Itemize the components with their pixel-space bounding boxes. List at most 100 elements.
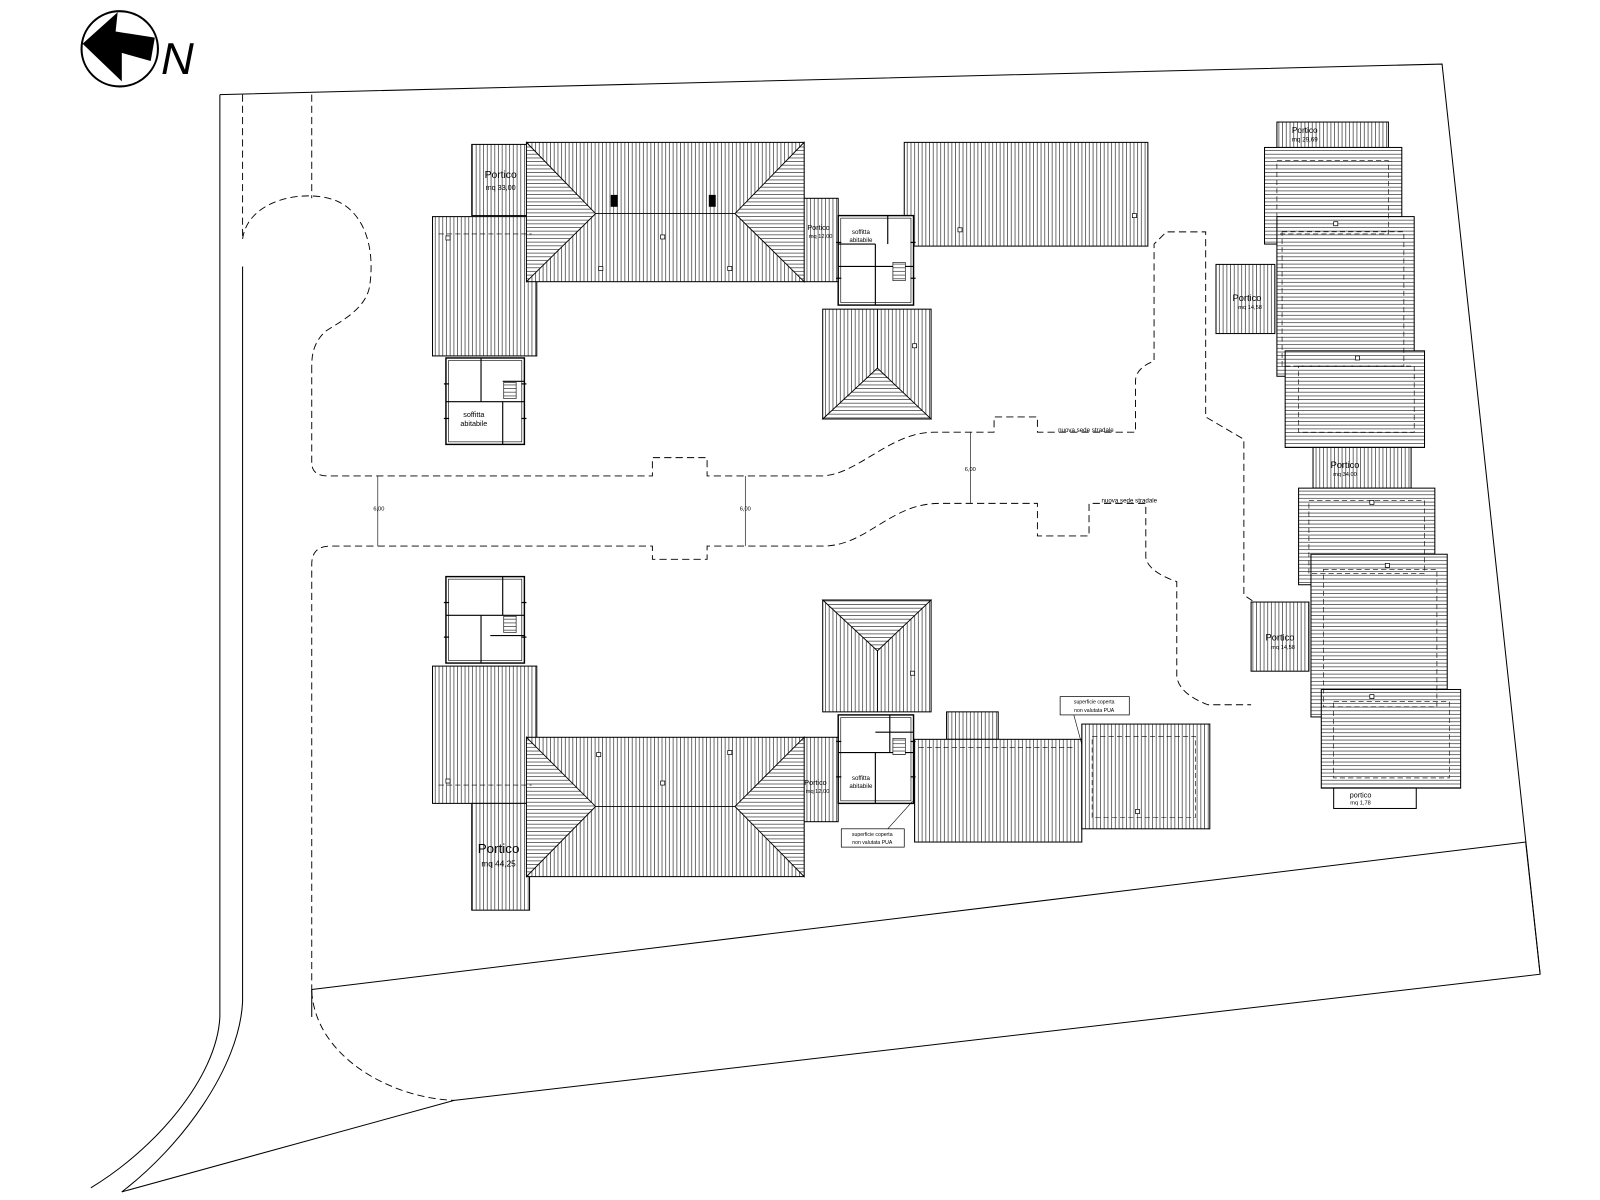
roof-vent: [598, 266, 604, 271]
roof-vent: [660, 780, 666, 786]
floor-plan: [443, 575, 527, 664]
chimney: [610, 194, 618, 207]
north-arrow-head: [82, 12, 155, 82]
north-arrow-icon: N: [80, 10, 194, 88]
portico-area: mq 29,69: [1292, 136, 1318, 143]
eave-outline: [1323, 569, 1438, 708]
roof-vent: [727, 266, 733, 271]
roof-wing: [1320, 688, 1462, 789]
annotations: [840, 696, 1130, 848]
road-note: nuova sede stradale: [1058, 427, 1114, 434]
portico-roof: [471, 802, 531, 911]
portico-roof: [803, 736, 839, 823]
roof-vent: [1354, 355, 1360, 361]
roof-wing: [946, 711, 999, 740]
portico-label: Portico: [807, 224, 829, 232]
eave-outline: [1276, 160, 1389, 235]
labels: Portico mq 33,00 Portico mq 44,25 Portic…: [373, 126, 1371, 868]
stair: [503, 382, 517, 399]
portico-area: mq 34,00: [1333, 472, 1357, 478]
roof-vent: [1369, 499, 1375, 505]
portico-roof: [1312, 446, 1412, 489]
stair: [892, 738, 906, 755]
leader-line: [1073, 713, 1083, 745]
roof-hip: [734, 736, 805, 878]
leader-line: [887, 801, 913, 830]
portico-roof: [471, 143, 531, 217]
portico-area: mq 12,00: [806, 789, 830, 795]
floor-plan: [836, 214, 916, 306]
roof-wing: [903, 141, 1149, 247]
roof-vent: [1132, 213, 1137, 218]
roof-vent: [1384, 563, 1390, 568]
roof-vent: [445, 778, 451, 784]
portico-label: portico: [1350, 791, 1372, 799]
roof-vent: [910, 670, 915, 676]
chimney: [708, 194, 716, 207]
roof-vent: [660, 234, 666, 240]
portico-area: mq 44,25: [481, 859, 516, 868]
portico-roof: [1250, 601, 1310, 672]
roof-hip: [525, 736, 597, 878]
roof-hip: [525, 141, 597, 283]
room-label: soffitta: [852, 229, 871, 236]
roof-vent: [1369, 694, 1375, 699]
roof-wing: [1081, 723, 1211, 830]
portico-label: Portico: [1292, 126, 1318, 135]
portico-roof: [1276, 121, 1389, 148]
eave-outline: [1308, 500, 1425, 574]
portico-roof: [1215, 263, 1276, 335]
eave-outline: [1298, 365, 1415, 433]
floor-plans: [443, 214, 916, 805]
portico-area: mq 12,00: [809, 234, 833, 240]
roof-hip: [821, 367, 933, 420]
road-dashed-north-edge: [311, 231, 1255, 603]
note-text: non valutata PUA: [1074, 708, 1115, 714]
floor-plan: [443, 357, 527, 446]
roof-vent: [445, 235, 451, 241]
eave-outline: [1333, 701, 1450, 779]
roof-wing: [1284, 350, 1426, 448]
room-label: abitabile: [460, 420, 487, 428]
room-label: soffitta: [463, 411, 484, 419]
room-label: abitabile: [849, 783, 873, 790]
dimension-label: 6,00: [373, 507, 384, 513]
plan-inner-wall: [448, 578, 523, 661]
roof-vent: [1333, 221, 1339, 227]
roof-vent: [912, 343, 918, 349]
north-label: N: [161, 34, 194, 85]
floor-plan: [836, 714, 916, 805]
note-box: [1059, 696, 1130, 716]
stair: [503, 615, 517, 633]
roof-vent: [596, 752, 602, 757]
stair: [892, 262, 906, 281]
portico-label: Portico: [1233, 293, 1262, 303]
roof-hip: [821, 599, 933, 652]
portico-roof: [1333, 787, 1417, 809]
room-label: soffitta: [852, 775, 871, 782]
room-label: abitabile: [849, 237, 873, 244]
portico-label: Portico: [1331, 460, 1360, 470]
portico-label: Portico: [1266, 633, 1295, 643]
site-boundary: [90, 63, 1541, 1193]
buildings: [432, 121, 1462, 911]
portico-area: mq 33,00: [486, 184, 516, 192]
dimension-label: 6,00: [965, 467, 976, 473]
roof-vent: [727, 750, 733, 755]
road-note: nuova sede stradale: [1101, 497, 1157, 504]
portico-label: Portico: [804, 779, 826, 787]
road-dashed-corner: [311, 991, 455, 1101]
roof-hip: [734, 141, 805, 283]
roof-vent: [957, 227, 963, 233]
turning-circle: [242, 195, 372, 367]
roof-wing: [914, 738, 1083, 843]
eave-outline: [1091, 735, 1196, 818]
road-edge-outer: [90, 94, 221, 1189]
dimension-lines: [377, 432, 971, 547]
portico-label: Portico: [478, 841, 520, 856]
lot-line-south: [311, 841, 1541, 990]
note-text: superficie coperta: [852, 832, 893, 838]
portico-area: mq 14,58: [1271, 645, 1295, 651]
dimension-label: 6,00: [740, 507, 751, 513]
